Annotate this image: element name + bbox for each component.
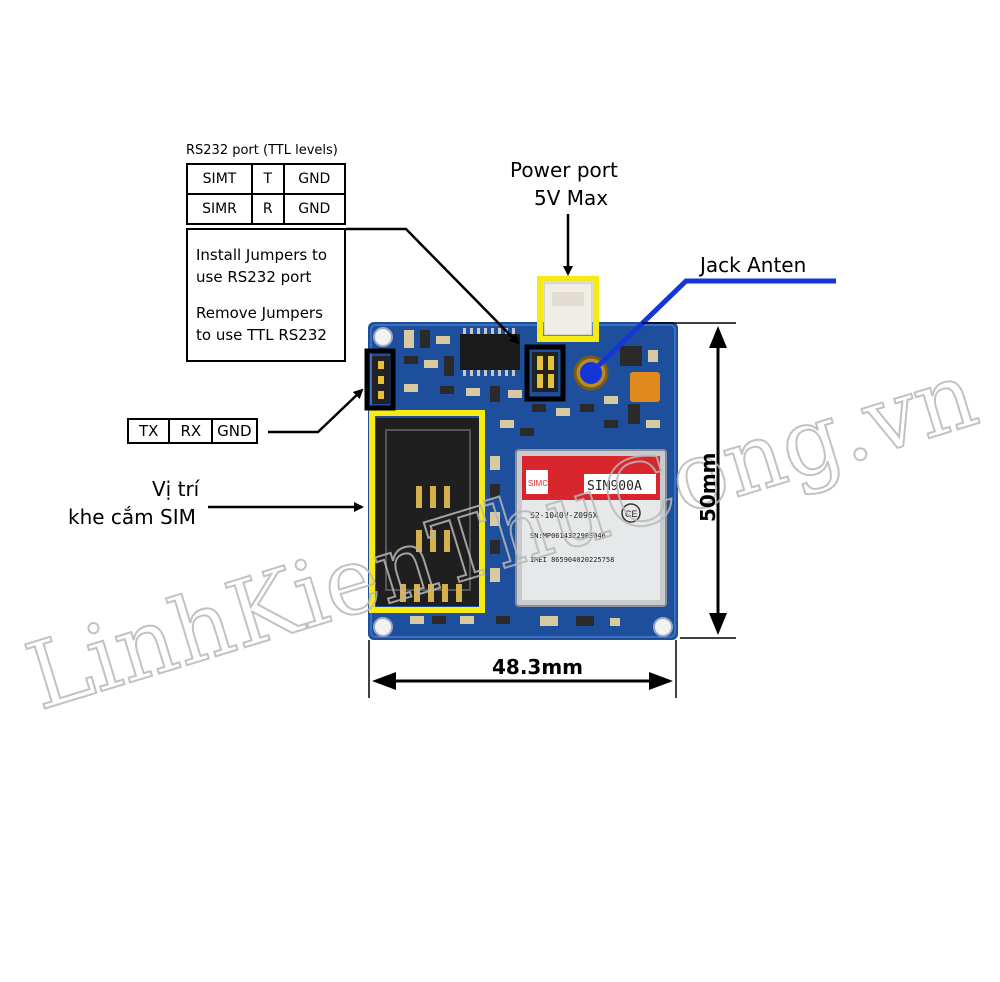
smd-components bbox=[404, 330, 660, 626]
table-cell: RX bbox=[168, 418, 214, 444]
jumper-block bbox=[532, 352, 558, 392]
table-cell: SIMR bbox=[186, 193, 253, 225]
table-cell: GND bbox=[211, 418, 258, 444]
power-connector-slot bbox=[552, 292, 584, 306]
highlight-jumpers bbox=[524, 344, 566, 402]
width-arrow-left bbox=[372, 672, 396, 690]
max232-chip bbox=[460, 334, 520, 370]
height-dimension-label: 50mm bbox=[696, 452, 720, 522]
module-part: S2-1040V-Z096X bbox=[530, 511, 598, 520]
width-arrow-right bbox=[649, 672, 673, 690]
mount-hole-br bbox=[653, 617, 673, 637]
power-connector bbox=[543, 282, 593, 336]
table-row: TX RX GND bbox=[126, 418, 258, 444]
table-cell: T bbox=[251, 163, 285, 195]
module-sn: SN:MP0614322983946 bbox=[530, 532, 606, 540]
mount-hole-bl bbox=[373, 617, 393, 637]
jumper-pin bbox=[548, 374, 554, 388]
rs232-leader-line bbox=[346, 227, 520, 345]
highlight-power-port bbox=[537, 276, 599, 342]
rs232-note-line: use RS232 port bbox=[196, 268, 312, 286]
table-cell: GND bbox=[282, 163, 347, 195]
rs232-table: SIMT T GND SIMR R GND bbox=[186, 163, 347, 225]
ttl-pin bbox=[378, 361, 384, 369]
rs232-note-line: to use TTL RS232 bbox=[196, 326, 327, 344]
rs232-note-line: Install Jumpers to bbox=[196, 246, 328, 264]
antenna-leader-dot bbox=[580, 362, 602, 384]
module-brand: SIMCom bbox=[528, 479, 559, 488]
module-model: SIM900A bbox=[587, 479, 642, 494]
jumper-pin bbox=[548, 356, 554, 370]
simcom-logo-box bbox=[526, 470, 548, 494]
ttl-pin bbox=[378, 391, 384, 399]
table-cell: SIMT bbox=[186, 163, 253, 195]
module-cert: CE bbox=[625, 509, 638, 519]
height-arrow-bottom bbox=[709, 613, 727, 635]
height-arrow-top bbox=[709, 326, 727, 348]
highlight-sim-slot bbox=[369, 410, 485, 613]
sim-slot bbox=[376, 418, 480, 606]
mount-hole-tl bbox=[373, 327, 393, 347]
table-cell: TX bbox=[126, 418, 171, 444]
table-cell: R bbox=[251, 193, 285, 225]
table-row: SIMT T GND bbox=[186, 163, 347, 195]
sim-slot-label-line2: khe cắm SIM bbox=[68, 505, 196, 529]
highlight-ttl-header bbox=[364, 348, 396, 411]
sim-contacts bbox=[400, 486, 462, 602]
cert-circle bbox=[621, 503, 641, 523]
chip-pins bbox=[463, 328, 515, 376]
rs232-note: Install Jumpers to use RS232 port Remove… bbox=[186, 228, 346, 362]
antenna-label: Jack Anten bbox=[700, 253, 807, 277]
rs232-note-line: Remove Jumpers bbox=[196, 304, 323, 322]
width-dimension-label: 48.3mm bbox=[492, 655, 584, 679]
power-max-label: 5V Max bbox=[534, 186, 609, 210]
table-cell: GND bbox=[282, 193, 347, 225]
tantalum-capacitor bbox=[630, 372, 660, 402]
sim-slot-label-line1: Vị trí bbox=[152, 477, 200, 501]
antenna-leader-line bbox=[589, 278, 836, 375]
jumper-pin bbox=[537, 356, 543, 370]
power-port-label: Power port bbox=[510, 158, 618, 182]
table-row: SIMR R GND bbox=[186, 193, 347, 225]
model-name-box bbox=[584, 474, 656, 494]
module-imei: IMEI 865904020225758 bbox=[530, 556, 614, 564]
rs232-title: RS232 port (TTL levels) bbox=[186, 143, 338, 158]
jumper-pin bbox=[537, 374, 543, 388]
ttl-leader-line bbox=[268, 388, 364, 434]
ttl-pin-table: TX RX GND bbox=[126, 418, 258, 444]
ttl-pin bbox=[378, 376, 384, 384]
